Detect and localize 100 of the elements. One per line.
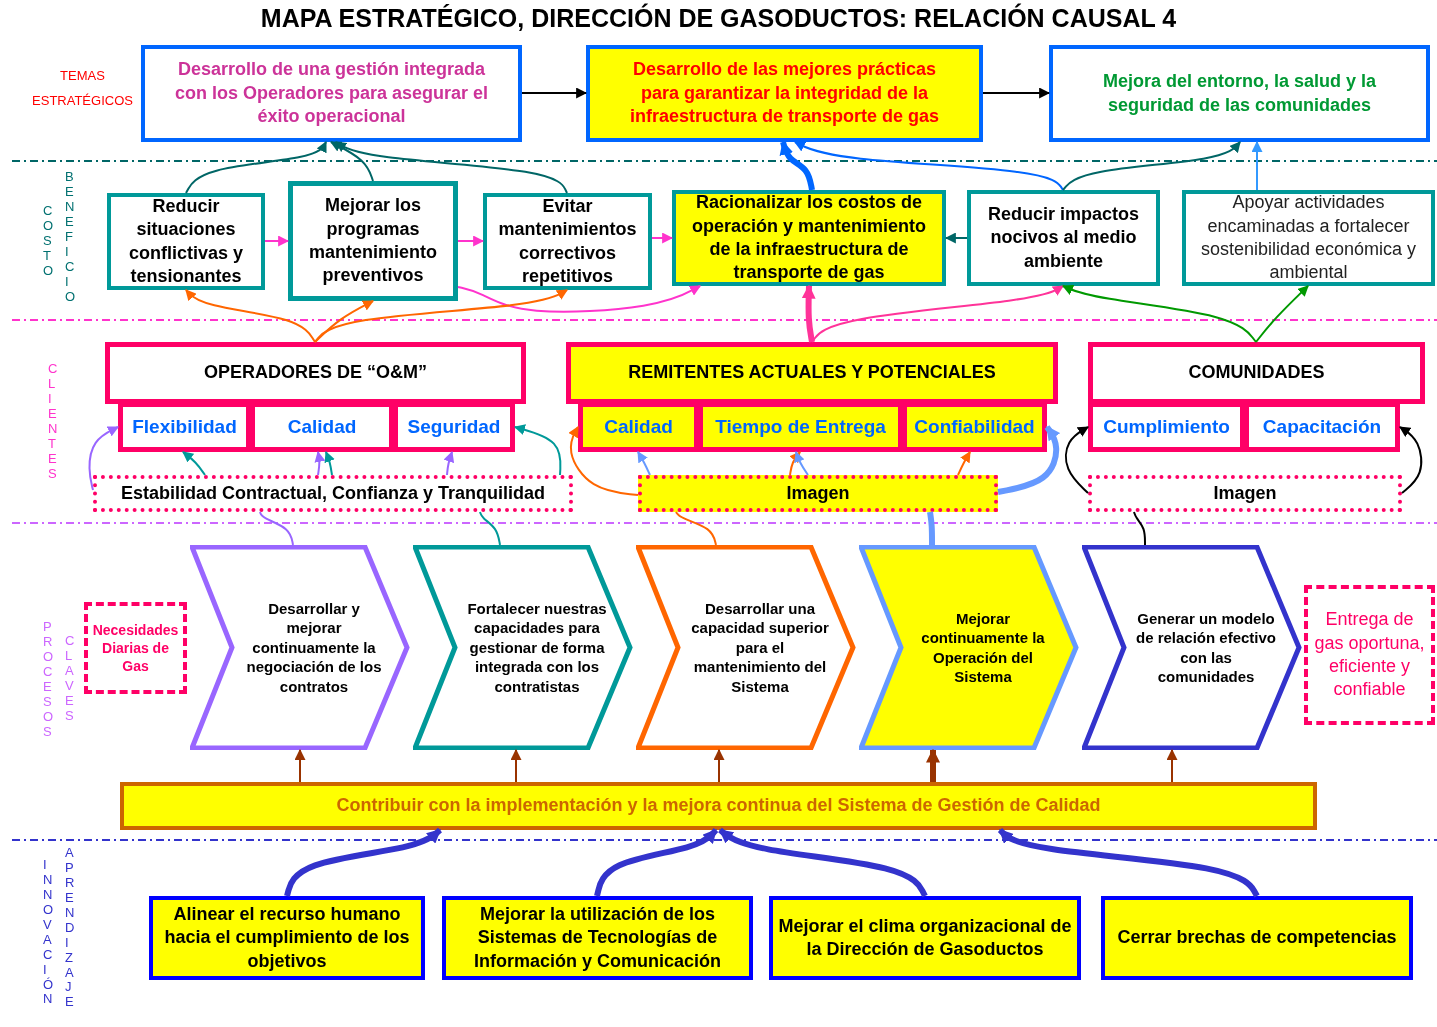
attribute-box (393, 402, 515, 452)
box-text: Flexibilidad (131, 414, 238, 439)
section-label: CLIENTES (48, 362, 55, 482)
box-text: REMITENTES ACTUALES Y POTENCIALES (627, 361, 997, 385)
strategic-theme-box (141, 45, 522, 142)
arrow (314, 289, 568, 343)
box-text: Calidad (603, 414, 674, 439)
arrow (314, 300, 374, 343)
arrow (330, 141, 374, 182)
attribute-box (1088, 402, 1245, 452)
box-text: Evitar mantenimientos correctivos repetitivos (497, 194, 638, 288)
box-text: Mejora del entorno, la salud y la seguridad de las comunidades (1101, 70, 1378, 117)
connector-line (1133, 511, 1146, 546)
section-label: CLAVES (65, 634, 72, 724)
learning-box (149, 896, 425, 980)
objective-box (672, 190, 946, 286)
box-text: Desarrollo de una gestión integrada con los Operadores para asegurar el éxito operacional (173, 58, 490, 129)
client-box (1088, 342, 1425, 404)
arrow (185, 141, 327, 194)
box-text: Imagen (785, 481, 851, 505)
box-text: Racionalizar los costos de operación y mantenimiento de la infraestructura de transporte de gas (690, 191, 927, 285)
input-box (1304, 585, 1435, 725)
arrow (801, 284, 816, 343)
arrow (1062, 141, 1241, 191)
arrow (457, 235, 485, 247)
connector-line (479, 511, 501, 546)
attribute-box (1244, 402, 1400, 452)
process-step (190, 545, 410, 750)
process-step (413, 545, 633, 750)
arrow (982, 87, 1051, 99)
box-text: Necesidades Diarias de Gas (91, 620, 180, 676)
learning-box (1101, 896, 1413, 980)
arrow (789, 451, 801, 476)
arrow (1251, 140, 1263, 191)
process-step (859, 545, 1079, 750)
attribute-box (902, 402, 1047, 452)
attribute-box (118, 402, 251, 452)
box-text: Desarrollar una capacidad superior para el mantenimiento del Sistema (690, 598, 830, 697)
box-text: Fortalecer nuestras capacidades para gestionar de forma integrada con los contratistas (466, 598, 608, 697)
box-text: Alinear el recurso humano hacia el cumplimiento de los objetivos (163, 902, 411, 973)
arrow (1062, 285, 1257, 343)
value-box (93, 475, 573, 512)
box-text: Mejorar los programas mantenimiento preventivos (308, 194, 438, 288)
arrow (568, 426, 639, 496)
box-text: COMUNIDADES (1187, 361, 1326, 385)
process-step (1082, 545, 1302, 750)
arrow (637, 451, 651, 476)
arrow (811, 285, 1064, 343)
value-box (638, 475, 998, 512)
box-text: Apoyar actividades encaminadas a fortalecer sostenibilidad económica y ambiental (1199, 191, 1418, 285)
box-text: Estabilidad Contractual, Confianza y Tranquilidad (119, 481, 547, 505)
attribute-box (578, 402, 699, 452)
value-box (1088, 475, 1402, 512)
box-text: Desarrollo de las mejores prácticas para garantizar la integridad de la infraestructura de transporte de gas (628, 58, 941, 129)
box-text: Capacitación (1261, 414, 1383, 439)
arrow (651, 232, 674, 244)
quality-bar (120, 782, 1317, 830)
box-text: Mejorar el clima organizacional de la Dirección de Gasoductos (777, 914, 1073, 961)
box-text: Mejorar continuamente la Operación del Sistema (920, 608, 1046, 687)
connector-line (927, 511, 935, 545)
box-text: OPERADORES DE “O&M” (203, 361, 428, 385)
objective-box (1182, 190, 1435, 286)
arrow (324, 451, 335, 476)
connector-line (675, 511, 717, 546)
process-step (636, 545, 856, 750)
strategic-theme-box (586, 45, 983, 142)
arrow (513, 424, 562, 476)
box-text: Contribuir con la implementación y la mejora continua del Sistema de Gestión de Calidad (335, 794, 1102, 818)
strategic-theme-box (1049, 45, 1430, 142)
box-text: Cerrar brechas de competencias (1116, 926, 1398, 950)
learning-box (769, 896, 1081, 980)
learning-box (442, 896, 753, 980)
box-text: Generar un modelo de relación efectivo con las comunidades (1134, 608, 1278, 687)
arrow (794, 450, 809, 476)
box-text: Seguridad (406, 414, 502, 439)
arrow (1399, 426, 1423, 494)
arrow (457, 285, 701, 313)
client-box (566, 342, 1058, 404)
arrow (443, 450, 455, 476)
box-text: Imagen (1212, 481, 1278, 505)
section-label: TEMAS ESTRATÉGICOS (31, 67, 134, 110)
arrow (314, 450, 326, 476)
client-box (105, 342, 526, 404)
box-text: Confiabilidad (913, 414, 1036, 439)
arrow (1064, 426, 1089, 494)
arrow (88, 426, 119, 491)
arrow (185, 289, 316, 343)
input-box (84, 602, 187, 694)
arrow (779, 140, 815, 191)
arrow (264, 235, 290, 247)
arrow (182, 451, 206, 476)
box-text: Desarrollar y mejorar continuamente la negociación de los contratos (245, 598, 383, 697)
arrow (794, 141, 1064, 191)
arrow (521, 87, 588, 99)
objective-box (107, 193, 265, 290)
box-text: Reducir impactos nocivos al medio ambiente (986, 202, 1140, 273)
arrow (594, 828, 719, 897)
box-text: Calidad (286, 414, 358, 439)
box-text: Cumplimiento (1102, 414, 1231, 439)
objective-box (288, 181, 458, 301)
